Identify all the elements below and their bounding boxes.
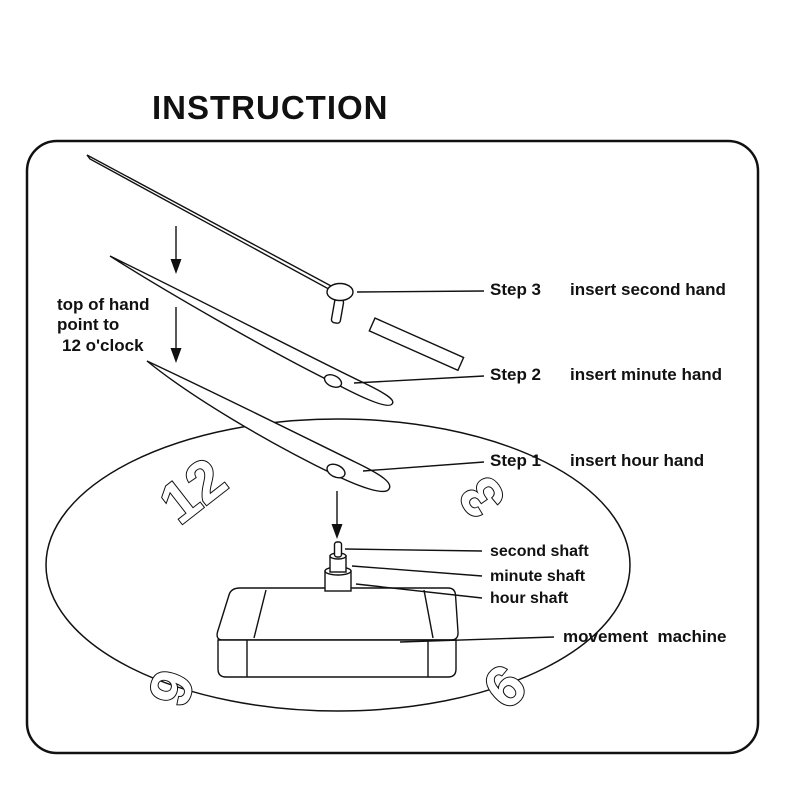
- page-title: INSTRUCTION: [152, 89, 389, 126]
- down-arrow-2: [170, 307, 182, 363]
- second-shaft: [333, 541, 343, 558]
- machine-front-face: [217, 639, 457, 678]
- step-3-instruction: insert second hand: [570, 280, 726, 299]
- note-line-3: 12 o'clock: [62, 336, 144, 355]
- hour-hand-body: [146, 360, 391, 493]
- step-3-name: Step 3: [490, 280, 541, 299]
- hour-hand: [146, 360, 391, 493]
- movement-machine-label: movement machine: [563, 627, 726, 646]
- machine-top-seam-right: [423, 589, 434, 639]
- machine-top-face: [216, 587, 459, 641]
- second-hand: [86, 154, 465, 372]
- leader-line-second-shaft: [344, 548, 483, 552]
- second-hand-hub: [326, 282, 354, 302]
- second-hand-needle: [86, 154, 338, 295]
- clock-face-outline: [45, 418, 631, 712]
- leader-line-step3: [356, 290, 485, 293]
- down-arrow-3: [331, 491, 343, 539]
- step-2-instruction: insert minute hand: [570, 365, 722, 384]
- hour-hand-hole: [326, 463, 346, 479]
- leader-line-step2: [353, 375, 485, 384]
- minute-hand: [109, 255, 394, 406]
- down-arrow-1-head: [170, 259, 182, 274]
- second-hand-stem: [330, 298, 345, 324]
- leader-line-minute-shaft: [351, 565, 483, 577]
- down-arrow-1: [170, 226, 182, 274]
- clock-number-3: 3: [446, 465, 518, 529]
- minute-shaft-label: minute shaft: [490, 568, 586, 585]
- step-1-instruction: insert hour hand: [570, 451, 704, 470]
- minute-hand-hole: [323, 374, 343, 388]
- step-2-label: Step 2 insert minute hand: [490, 365, 722, 384]
- second-hand-counterweight: [368, 317, 465, 372]
- clock-number-12: 12: [148, 446, 239, 537]
- note-line-2: point to: [57, 315, 119, 334]
- step-1-name: Step 1: [490, 451, 541, 470]
- diagram-border: [25, 139, 760, 755]
- hand-orientation-note: top of hand point to 12 o'clock: [57, 295, 150, 355]
- leader-line-step1: [362, 461, 485, 472]
- movement-machine-box: [216, 587, 459, 678]
- step-3-label: Step 3 insert second hand: [490, 280, 726, 299]
- leader-line-movement-machine: [399, 636, 555, 643]
- down-arrow-2-head: [170, 348, 182, 363]
- shaft-stack: [324, 541, 352, 592]
- down-arrow-3-head: [331, 524, 343, 539]
- leader-line-hour-shaft: [355, 583, 483, 599]
- clock-number-9: 9: [136, 662, 208, 715]
- second-shaft-label: second shaft: [490, 543, 589, 560]
- clock-number-6: 6: [471, 652, 538, 722]
- minute-hand-body: [109, 255, 394, 406]
- step-2-name: Step 2: [490, 365, 541, 384]
- note-line-1: top of hand: [57, 295, 150, 314]
- step-1-label: Step 1 insert hour hand: [490, 451, 704, 470]
- hour-shaft-label: hour shaft: [490, 590, 569, 607]
- machine-top-seam-left: [253, 589, 267, 639]
